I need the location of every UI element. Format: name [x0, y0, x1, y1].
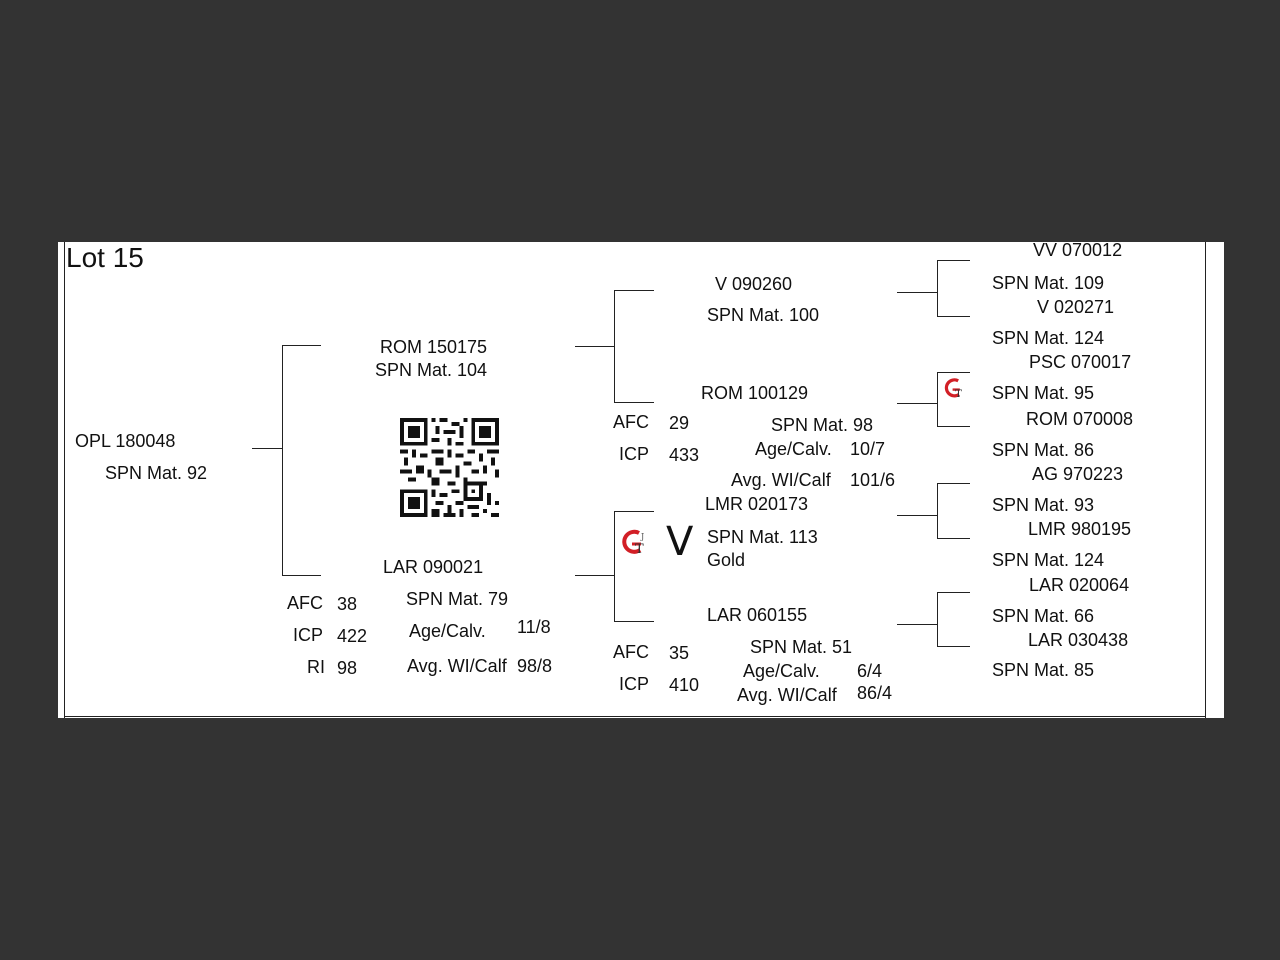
dd-avg-value: 86/4 — [857, 683, 893, 703]
sd-icp-label: ICP — [619, 444, 650, 464]
connector-line — [937, 483, 970, 484]
connector-line — [897, 403, 938, 404]
connector-line — [575, 575, 615, 576]
sheet-left-border — [64, 242, 65, 718]
connector-line — [614, 621, 654, 622]
svg-text:J: J — [640, 532, 644, 541]
sd-avg-value: 101/6 — [850, 470, 896, 490]
dd-afc-label: AFC — [613, 642, 649, 662]
sheet-bottom-border — [64, 716, 1206, 717]
connector-line — [937, 260, 938, 317]
sd-afc-value: 29 — [669, 413, 690, 433]
connector-line — [937, 646, 970, 647]
connector-line — [937, 260, 970, 261]
dam-icp-label: ICP — [293, 625, 324, 645]
ss-id: V 090260 — [715, 274, 793, 294]
connector-line — [897, 515, 938, 516]
sire-id: ROM 150175 — [380, 337, 488, 357]
dam-spn: SPN Mat. 79 — [406, 589, 509, 609]
gen4-id: LMR 980195 — [1028, 519, 1132, 539]
connector-line — [937, 372, 938, 427]
connector-line — [937, 483, 938, 539]
connector-line — [282, 575, 321, 576]
dam-id: LAR 090021 — [383, 557, 484, 577]
ds-id: LMR 020173 — [705, 494, 809, 514]
dam-afc-label: AFC — [287, 593, 323, 613]
sire-spn: SPN Mat. 104 — [375, 360, 488, 380]
animal-id: OPL 180048 — [75, 431, 176, 451]
gen4-spn: SPN Mat. 85 — [992, 660, 1095, 680]
gen4-spn: SPN Mat. 124 — [992, 328, 1105, 348]
ds-spn: SPN Mat. 113 — [707, 527, 818, 547]
gen4-spn: SPN Mat. 86 — [992, 440, 1095, 460]
connector-line — [614, 290, 654, 291]
connector-line — [897, 292, 938, 293]
animal-spn: SPN Mat. 92 — [105, 463, 208, 483]
dam-ri-label: RI — [307, 657, 325, 677]
connector-line — [282, 345, 283, 576]
gen4-id: PSC 070017 — [1029, 352, 1132, 372]
gen4-id: AG 970223 — [1032, 464, 1124, 484]
gen4-spn: SPN Mat. 93 — [992, 495, 1095, 515]
gen4-spn: SPN Mat. 95 — [992, 383, 1095, 403]
sd-afc-label: AFC — [613, 412, 649, 432]
svg-text:T: T — [955, 388, 962, 400]
connector-line — [937, 592, 970, 593]
connector-line — [937, 426, 970, 427]
gen4-id: LAR 020064 — [1029, 575, 1130, 595]
connector-line — [614, 402, 654, 403]
ds-extra: Gold — [707, 550, 746, 570]
connector-line — [575, 346, 615, 347]
gt-logo-icon: T — [943, 376, 967, 400]
gen4-spn: SPN Mat. 66 — [992, 606, 1095, 626]
dd-spn: SPN Mat. 51 — [750, 637, 853, 657]
dam-ri-value: 98 — [337, 658, 358, 678]
connector-line — [614, 290, 615, 403]
dd-icp-label: ICP — [619, 674, 650, 694]
dd-afc-value: 35 — [669, 643, 690, 663]
sd-age-label: Age/Calv. — [755, 439, 832, 459]
lot-title: Lot 15 — [66, 242, 144, 273]
ss-spn: SPN Mat. 100 — [707, 305, 820, 325]
connector-line — [937, 316, 970, 317]
sheet-right-border — [1205, 242, 1206, 718]
dam-afc-value: 38 — [337, 594, 358, 614]
gen4-spn: SPN Mat. 124 — [992, 550, 1105, 570]
gt-logo-icon: T J — [620, 528, 650, 556]
sd-age-value: 10/7 — [850, 439, 886, 459]
ds-big-letter: V — [666, 519, 694, 565]
sd-spn: SPN Mat. 98 — [771, 415, 874, 435]
connector-line — [614, 511, 615, 622]
sd-avg-label: Avg. WI/Calf — [731, 470, 831, 490]
dd-id: LAR 060155 — [707, 605, 808, 625]
gen4-spn: SPN Mat. 109 — [992, 273, 1105, 293]
gen4-id: LAR 030438 — [1028, 630, 1129, 650]
dam-age-label: Age/Calv. — [409, 621, 486, 641]
gen4-id: ROM 070008 — [1026, 409, 1134, 429]
dam-avg-value: 98/8 — [517, 656, 553, 676]
connector-line — [252, 448, 283, 449]
dam-age-value: 11/8 — [517, 617, 551, 637]
dd-age-value: 6/4 — [857, 661, 883, 681]
connector-line — [937, 372, 970, 373]
dd-avg-label: Avg. WI/Calf — [737, 685, 837, 705]
sd-icp-value: 433 — [669, 445, 700, 465]
svg-text:T: T — [635, 542, 644, 556]
connector-line — [897, 624, 938, 625]
sd-id: ROM 100129 — [701, 383, 809, 403]
connector-line — [937, 592, 938, 647]
qr-code-icon — [400, 418, 499, 517]
dd-age-label: Age/Calv. — [743, 661, 820, 681]
connector-line — [614, 511, 654, 512]
dam-icp-value: 422 — [337, 626, 368, 646]
connector-line — [937, 538, 970, 539]
dd-icp-value: 410 — [669, 675, 700, 695]
gen4-id: V 020271 — [1037, 297, 1115, 317]
gen4-id: VV 070012 — [1033, 242, 1123, 260]
dam-avg-label: Avg. WI/Calf — [407, 656, 507, 676]
pedigree-sheet: Lot 15 OPL 180048 SPN Mat. 92 ROM 150175… — [58, 242, 1224, 718]
connector-line — [282, 345, 321, 346]
